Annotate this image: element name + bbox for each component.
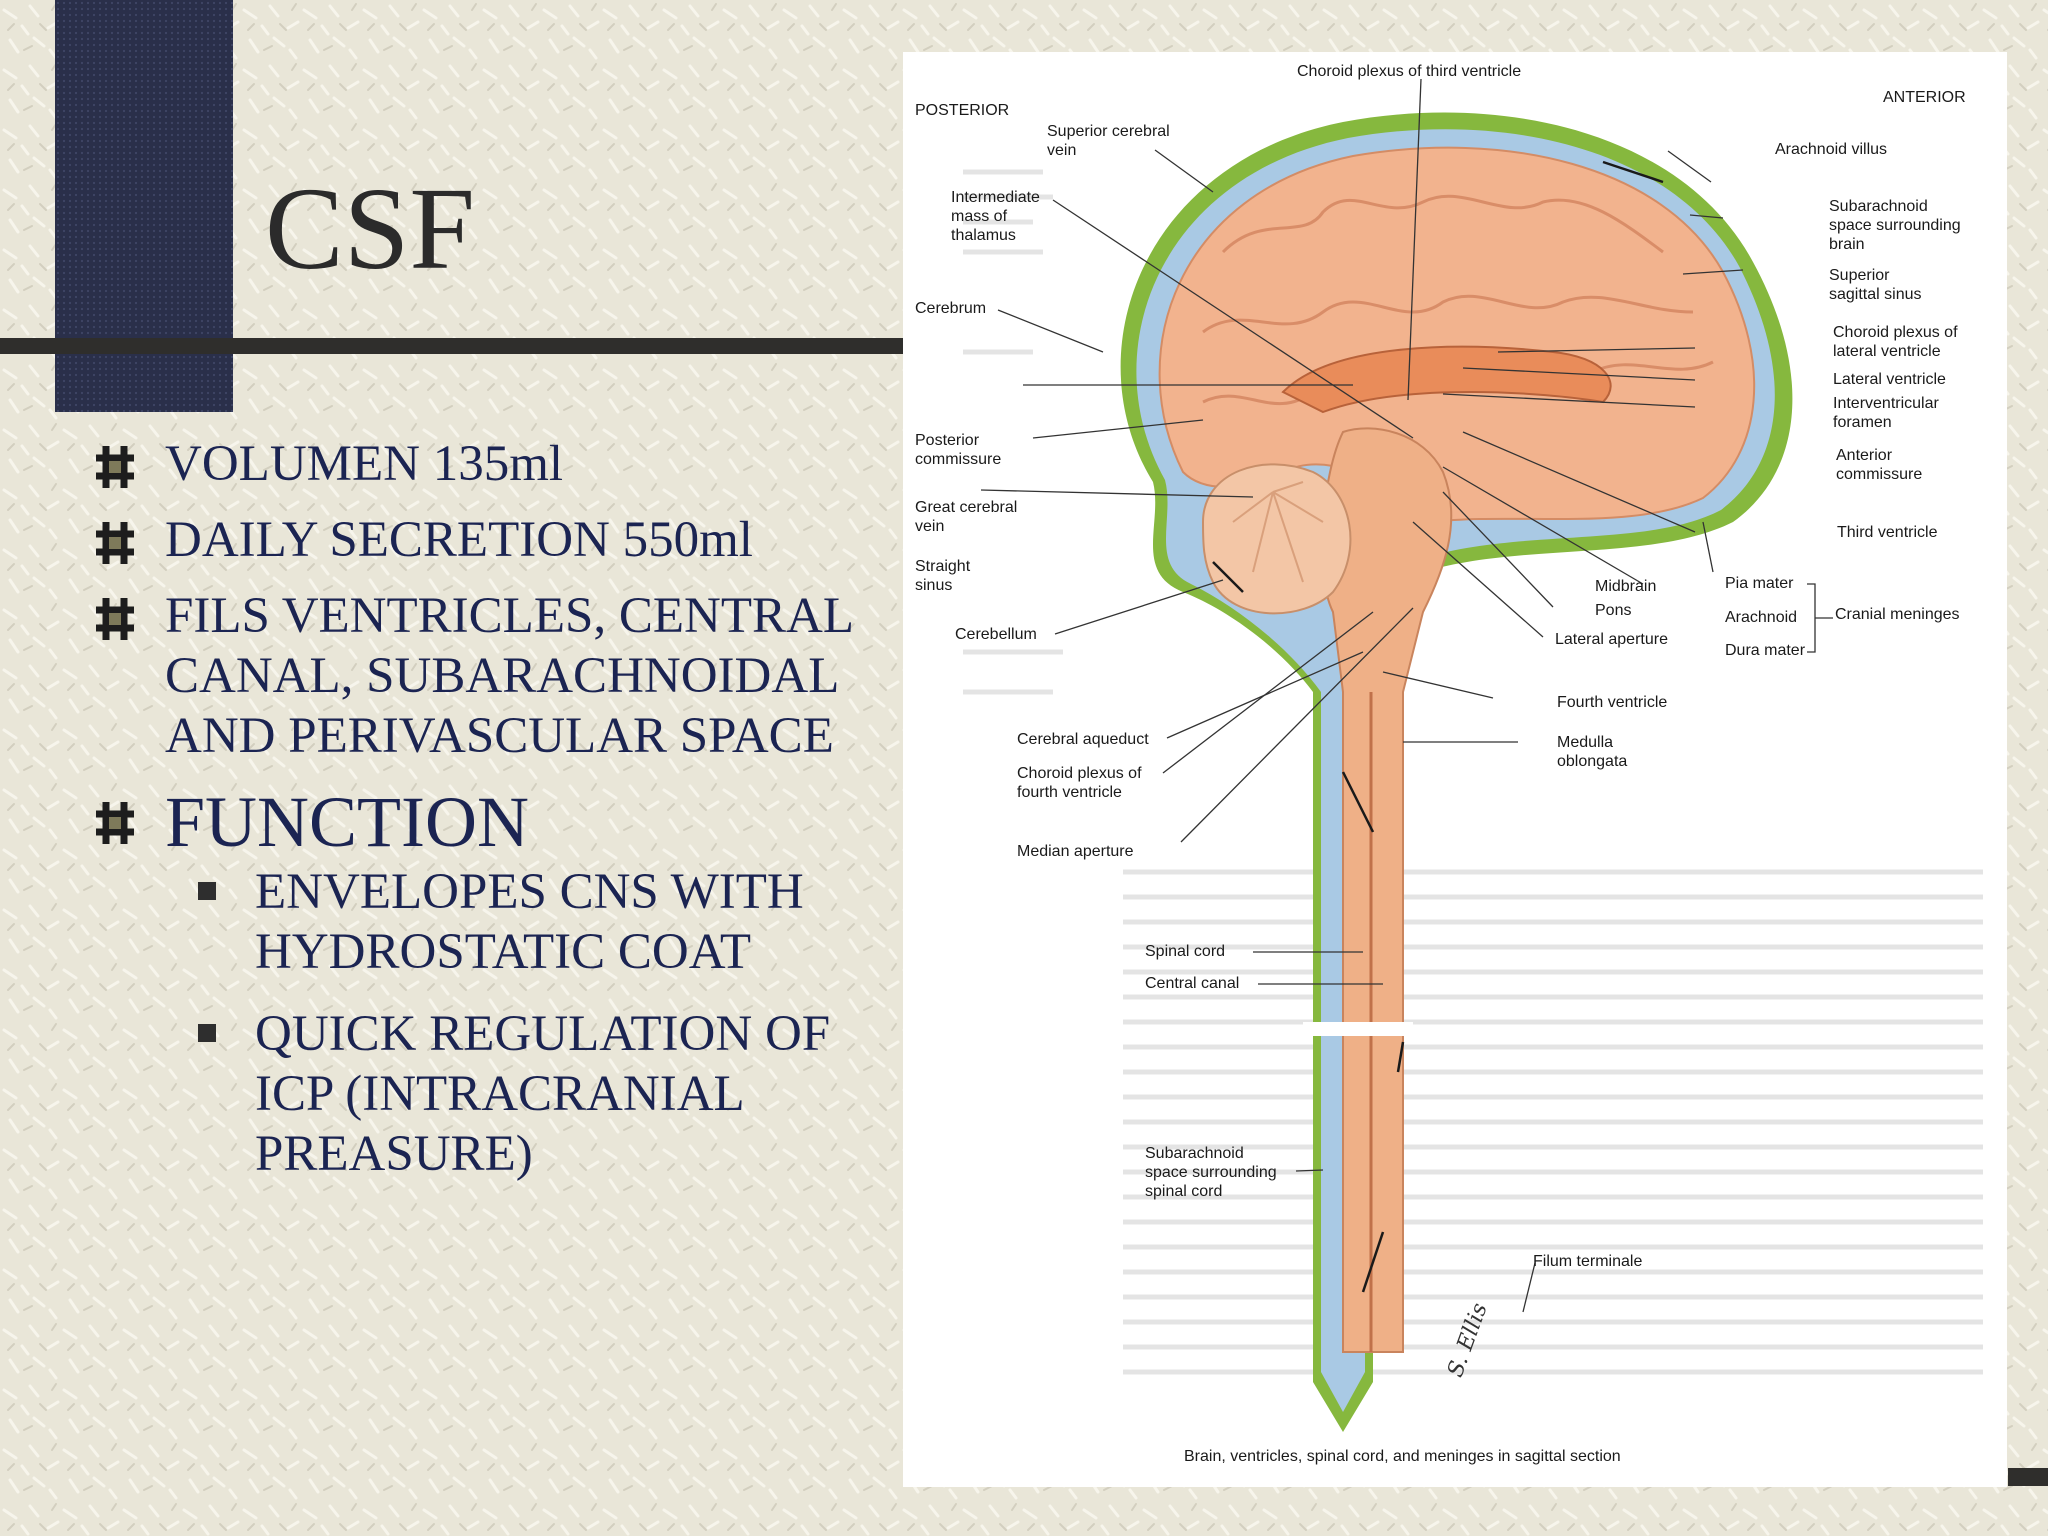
title-rule [0, 338, 905, 354]
bullet-item: DAILY SECRETION 550ml [90, 510, 910, 570]
label-spinal-cord: Spinal cord [1145, 943, 1226, 960]
hash-bullet-icon [96, 522, 134, 564]
square-bullet-icon [198, 882, 216, 900]
bullet-list: VOLUMEN 135ml DAILY SECRETION 550ml FILS… [90, 434, 910, 1184]
label-sup-sagittal-sinus: Superior sagittal sinus [1829, 267, 1922, 303]
label-cranial-meninges: Cranial meninges [1835, 606, 1960, 623]
label-pia-mater: Pia mater [1725, 575, 1794, 592]
label-choroid-fourth: Choroid plexus of fourth ventricle [1017, 765, 1142, 801]
label-intermediate-mass: Intermediate mass of thalamus [951, 189, 1040, 244]
sub-bullet-text: QUICK REGULATION OF ICP (INTRACRANIAL PR… [255, 1006, 831, 1182]
label-anterior-commissure: Anterior commissure [1836, 447, 1923, 483]
bullet-item: VOLUMEN 135ml [90, 434, 910, 494]
label-midbrain: Midbrain [1595, 578, 1657, 595]
label-filum-terminale: Filum terminale [1533, 1253, 1643, 1270]
bullet-text: VOLUMEN 135ml [165, 436, 564, 492]
label-posterior-commissure: Posterior commissure [915, 432, 1002, 468]
bullet-text: DAILY SECRETION 550ml [165, 512, 753, 568]
label-straight-sinus: Straight sinus [915, 558, 971, 594]
sub-bullet-text: ENVELOPES CNS WITH HYDROSTATIC COAT [255, 864, 804, 980]
hash-bullet-icon [96, 446, 134, 488]
csf-diagram: POSTERIOR ANTERIOR Choroid plexus of thi… [903, 52, 2007, 1487]
label-cerebrum: Cerebrum [915, 300, 987, 317]
label-subarachnoid-cord: Subarachnoid space surrounding spinal co… [1145, 1145, 1277, 1200]
function-heading: FUNCTION [165, 782, 530, 862]
label-arachnoid-villus: Arachnoid villus [1775, 141, 1888, 158]
bullet-item: FILS VENTRICLES, CENTRAL CANAL, SUBARACH… [90, 586, 910, 766]
label-cerebral-aqueduct: Cerebral aqueduct [1017, 731, 1149, 748]
hash-bullet-icon [96, 598, 134, 640]
corner-tab [2008, 1468, 2048, 1486]
bullet-item-function: FUNCTION [90, 782, 910, 862]
label-choroid-third: Choroid plexus of third ventricle [1297, 63, 1522, 80]
label-great-cerebral-vein: Great cerebral vein [915, 499, 1018, 535]
label-medulla: Medulla oblongata [1557, 734, 1628, 770]
label-lateral-aperture: Lateral aperture [1555, 631, 1668, 648]
brain-sagittal-illustration [963, 78, 1983, 1433]
label-anterior: ANTERIOR [1883, 89, 1966, 106]
label-sup-cerebral-vein: Superior cerebral vein [1047, 123, 1170, 159]
label-interventricular-foramen: Interventricular foramen [1833, 395, 1939, 431]
square-bullet-icon [198, 1024, 216, 1042]
slide-title: CSF [265, 163, 475, 294]
bullet-text: FILS VENTRICLES, CENTRAL CANAL, SUBARACH… [165, 588, 853, 764]
label-median-aperture: Median aperture [1017, 843, 1134, 860]
diagram-caption: Brain, ventricles, spinal cord, and meni… [1184, 1448, 1621, 1465]
label-fourth-ventricle: Fourth ventricle [1557, 694, 1668, 711]
label-subarachnoid-brain: Subarachnoid space surrounding brain [1829, 198, 1961, 253]
label-choroid-lateral: Choroid plexus of lateral ventricle [1833, 324, 1958, 360]
label-dura-mater: Dura mater [1725, 642, 1806, 659]
label-central-canal: Central canal [1145, 975, 1240, 992]
label-third-ventricle: Third ventricle [1837, 524, 1938, 541]
hash-bullet-icon [96, 802, 134, 844]
sub-bullet-item: QUICK REGULATION OF ICP (INTRACRANIAL PR… [90, 1004, 910, 1184]
label-arachnoid: Arachnoid [1725, 609, 1798, 626]
label-posterior: POSTERIOR [915, 102, 1010, 119]
sub-bullet-item: ENVELOPES CNS WITH HYDROSTATIC COAT [90, 862, 910, 982]
label-pons: Pons [1595, 602, 1632, 619]
label-lateral-ventricle: Lateral ventricle [1833, 371, 1946, 388]
label-cerebellum: Cerebellum [955, 626, 1037, 643]
